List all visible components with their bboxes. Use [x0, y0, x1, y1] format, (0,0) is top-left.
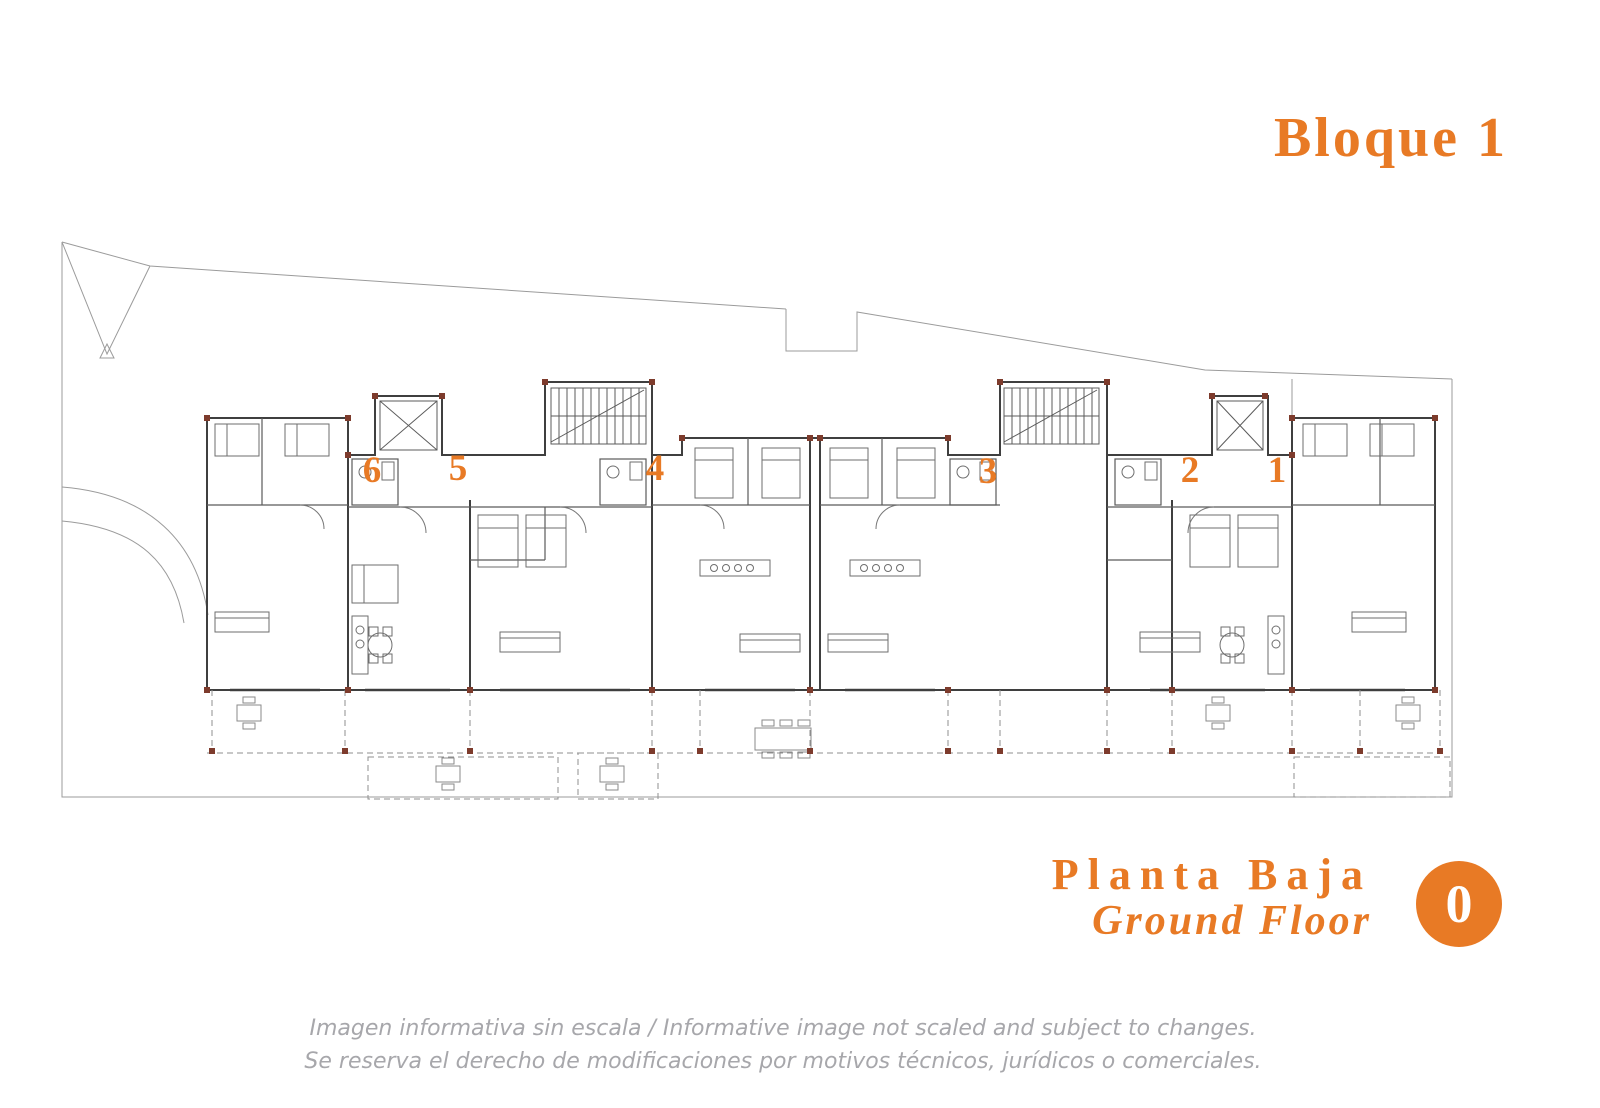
unit-label-4: 4	[645, 448, 665, 489]
disclaimer: Imagen informativa sin escala / Informat…	[0, 1012, 1566, 1078]
furniture	[214, 423, 1415, 675]
block-title: Bloque 1	[1273, 107, 1508, 169]
floor-level-badge: 0	[1416, 861, 1502, 947]
floor-name-en: Ground Floor	[1092, 898, 1372, 945]
stair-core-right	[1003, 387, 1100, 445]
unit-label-2: 2	[1180, 450, 1200, 491]
building-outline	[206, 381, 1436, 691]
stair-core-left	[550, 387, 647, 445]
terraces	[207, 690, 1451, 800]
unit-label-3: 3	[978, 451, 998, 492]
site-boundary	[61, 241, 1453, 798]
elevator-right	[1216, 400, 1264, 451]
door-swings	[299, 504, 1215, 534]
floor-name-es: Planta Baja	[1051, 850, 1372, 899]
disclaimer-line-1: Imagen informativa sin escala / Informat…	[309, 1016, 1257, 1041]
unit-label-5: 5	[448, 448, 468, 489]
unit-label-6: 6	[362, 450, 382, 491]
terrace-furniture	[236, 696, 1421, 791]
unit-label-1: 1	[1267, 450, 1287, 491]
interior-walls	[207, 418, 1435, 561]
disclaimer-line-2: Se reserva el derecho de modificaciones …	[304, 1049, 1262, 1074]
floor-name: Planta Baja Ground Floor	[1051, 850, 1372, 945]
elevator-left	[379, 400, 438, 451]
